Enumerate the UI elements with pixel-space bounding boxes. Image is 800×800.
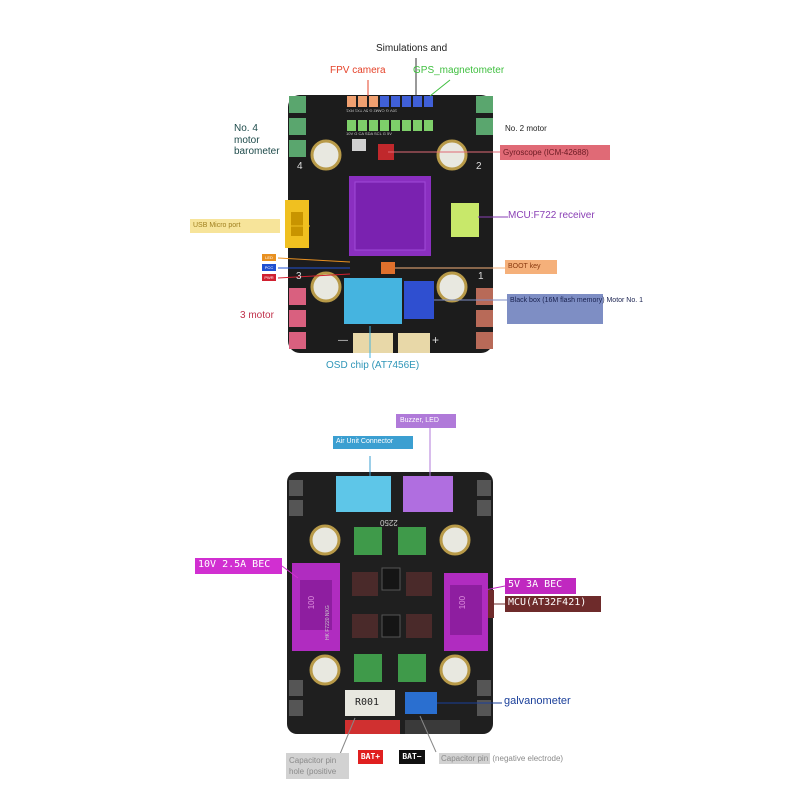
silk-number-3: 3 <box>296 271 302 282</box>
tag-bat-plus: BAT+ <box>358 750 383 764</box>
tag-capacitor-negative-line2: (negative electrode) <box>492 754 564 763</box>
silk-number-2: 2 <box>476 161 482 172</box>
tag-capacitor-positive: Capacitor pin hole (positive <box>286 753 349 779</box>
label-motor4: No. 4 motor barometer <box>234 123 280 158</box>
top-flight-controller-board <box>277 58 508 358</box>
label-gps-magnetometer: GPS_magnetometer <box>413 65 505 76</box>
tag-boot-key: BOOT key <box>505 260 557 274</box>
label-motor2: No. 2 motor <box>505 124 547 133</box>
tag-bat-minus: BAT− <box>399 750 425 764</box>
tag-blackbox: Black box (16M flash memory) Motor No. 1 <box>507 294 643 324</box>
tag-gyroscope: Gyroscope (ICM-42688) <box>500 145 610 160</box>
tag-capacitor-negative-line1: Capacitor pin <box>439 753 491 764</box>
label-osd-chip: OSD chip (AT7456E) <box>326 360 420 371</box>
label-motor3: 3 motor <box>240 310 274 321</box>
silk-number-1: 1 <box>478 271 484 282</box>
silk-inductor-right: 100 <box>458 595 468 610</box>
label-motor4-line1: No. 4 <box>234 123 258 134</box>
tag-capacitor-positive-line2: hole (positive <box>289 767 337 776</box>
silk-number-4: 4 <box>297 161 303 172</box>
label-motor4-line2: motor <box>234 134 260 146</box>
label-motor4-line3: barometer <box>234 146 280 157</box>
tag-bec-10v: 10V 2.5A BEC <box>195 558 282 574</box>
silk-inductor-left: 100 <box>307 595 317 610</box>
tag-pcc: PCC <box>262 264 276 271</box>
label-galvanometer: galvanometer <box>504 695 571 707</box>
silk-pin-labels-top: 10V G CAM2 G 5V TX1 RX1 <box>346 108 398 114</box>
silk-plus: + <box>432 333 440 347</box>
silk-pin-labels-bottom: 10V G CA SDA SCL G 5V <box>346 131 392 136</box>
tag-capacitor-positive-line1: Capacitor pin <box>289 756 337 765</box>
tag-buzzer-led: Buzzer, LED <box>396 414 456 428</box>
silk-2250: 2250 <box>380 518 398 528</box>
tag-mcu-at32: MCU(AT32F421) <box>505 596 601 612</box>
bottom-esc-board <box>281 428 506 755</box>
tag-capacitor-negative: Capacitor pin (negative electrode) <box>436 752 588 767</box>
tag-led: LED <box>262 254 276 261</box>
tag-usb-micro-port: USB Micro port <box>190 219 280 233</box>
label-simulations: Simulations and <box>376 43 448 54</box>
tag-bec-5v: 5V 3A BEC <box>505 578 576 594</box>
label-fpv-camera: FPV camera <box>330 65 386 76</box>
silk-shunt-r001: R001 <box>355 697 380 708</box>
label-mcu-f722: MCU:F722 receiver <box>508 210 595 221</box>
tag-pwr: PWR <box>262 274 276 281</box>
silk-board-id: HK F7220 NXG <box>325 605 331 640</box>
tag-air-unit-connector: Air Unit Connector <box>333 436 413 449</box>
silk-minus: — <box>338 335 348 346</box>
